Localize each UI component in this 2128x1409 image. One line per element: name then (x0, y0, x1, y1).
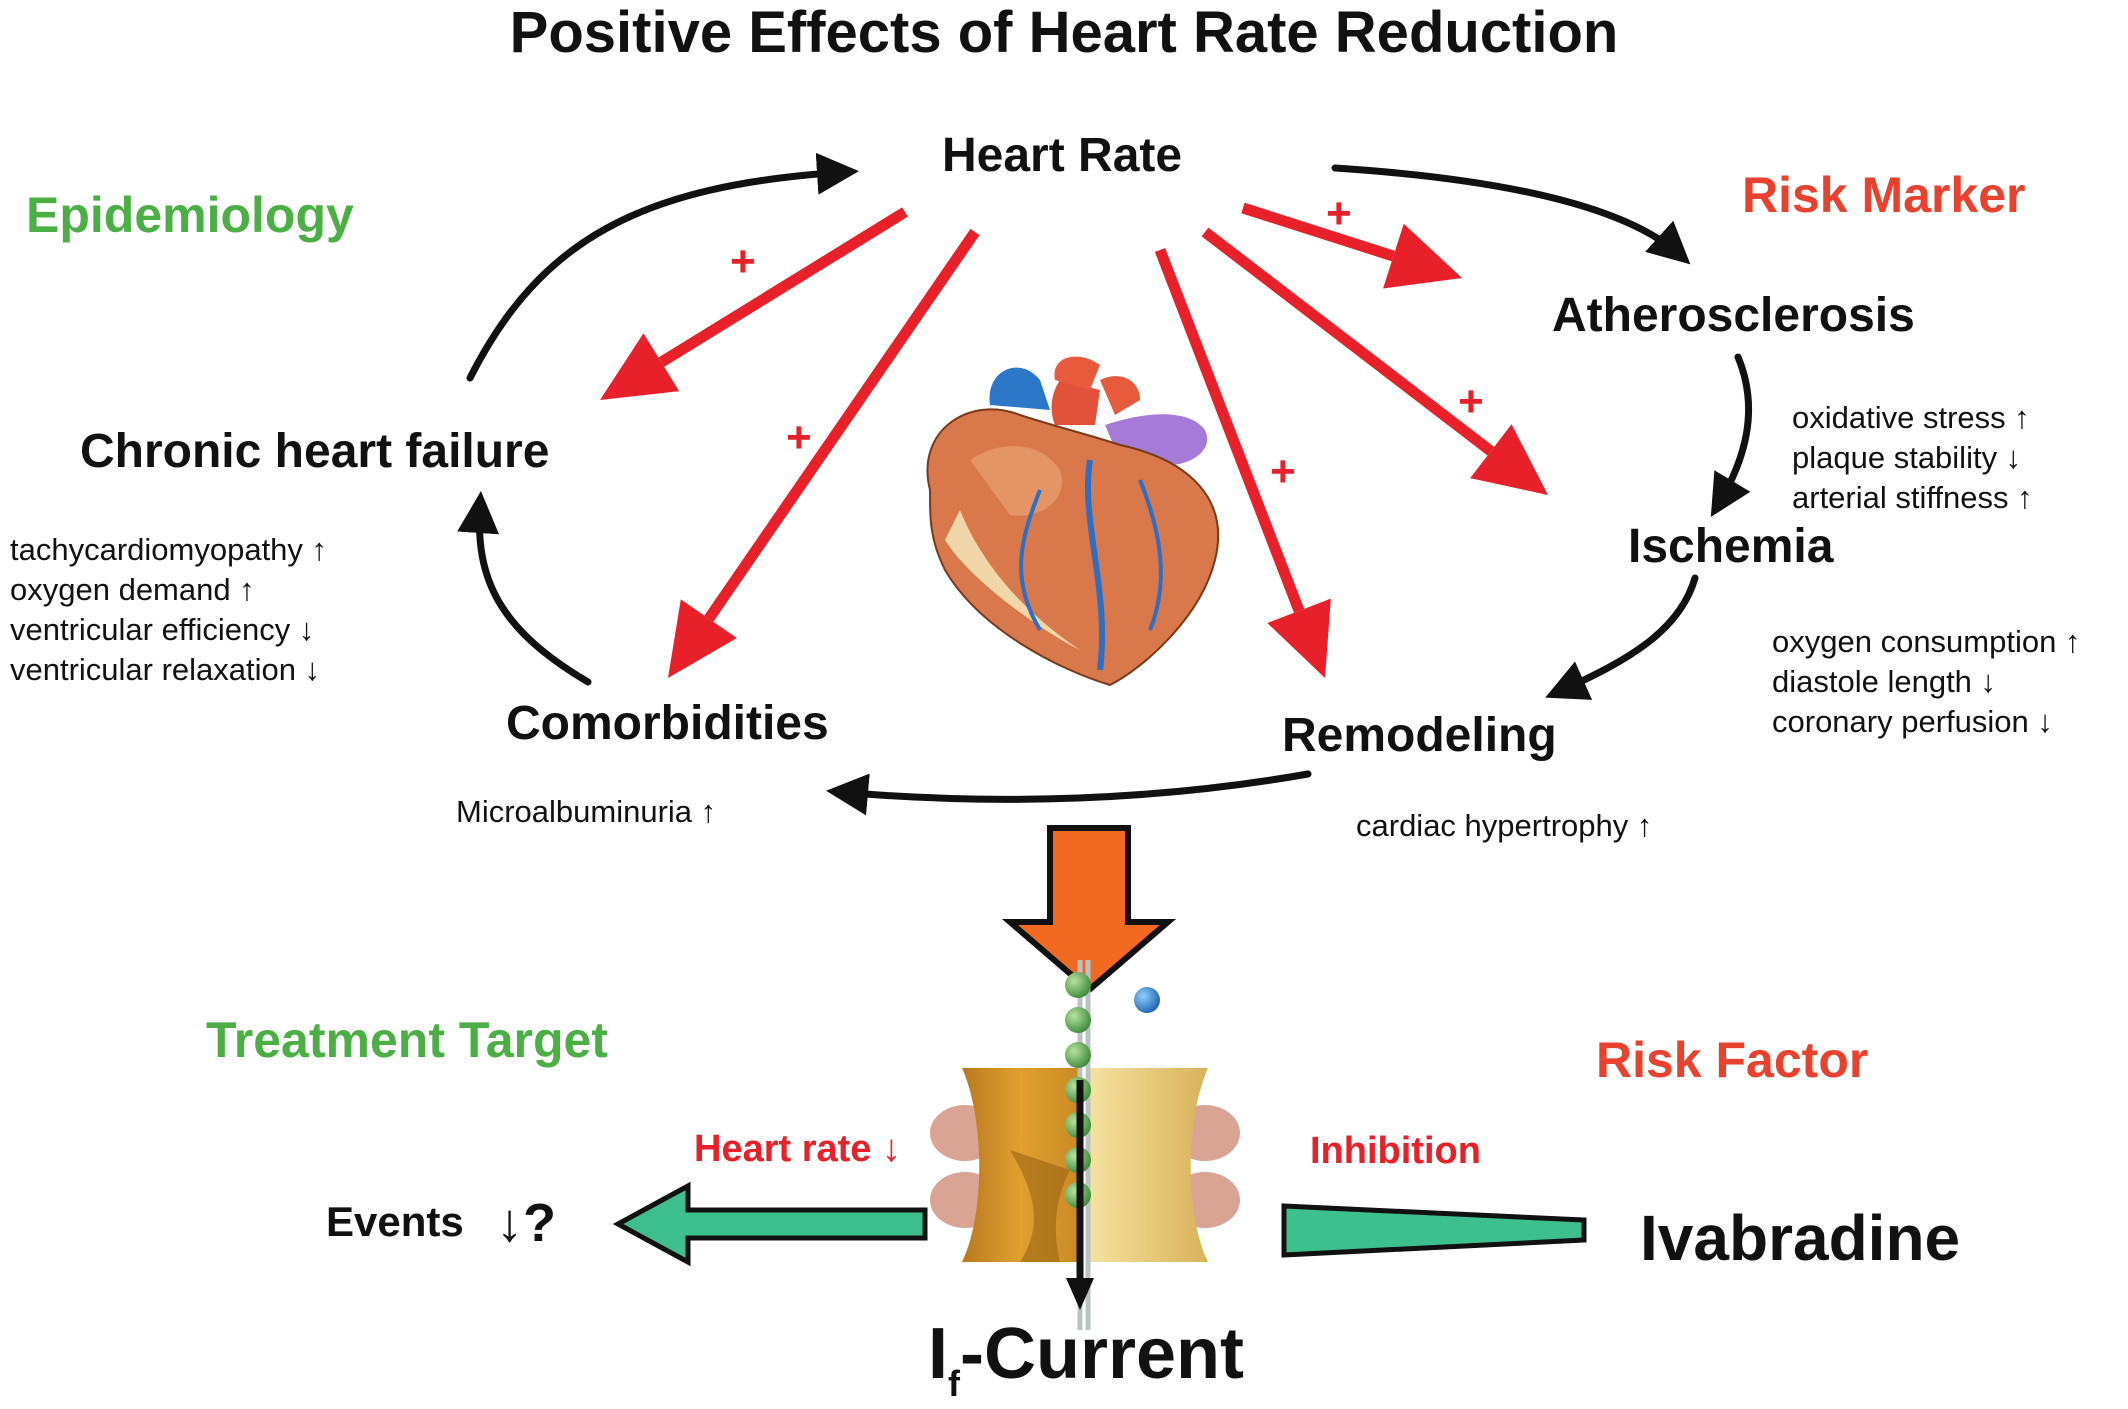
red-arrow-to-comorbidities-head (668, 599, 737, 678)
arrow-heart-rate-to-atherosclerosis (1331, 164, 1691, 265)
events-symbol: ↓? (496, 1193, 556, 1253)
teal-events-arrow (612, 1181, 928, 1267)
label-events: Events (326, 1198, 464, 1245)
effect-item: ventricular efficiency ↓ (10, 612, 315, 647)
plus-sign-chf: + (730, 237, 756, 286)
red-arrow-to-chf-head (600, 333, 680, 400)
effect-remodeling: cardiac hypertrophy ↑ (1356, 808, 1653, 843)
arrow-comorbidities-to-chf (457, 491, 592, 686)
node-remodeling: Remodeling (1282, 709, 1557, 762)
effect-item: oxidative stress ↑ (1792, 400, 2030, 435)
effect-item: oxygen consumption ↑ (1772, 624, 2081, 659)
effect-item: tachycardiomyopathy ↑ (10, 532, 328, 567)
red-arrows (600, 202, 1548, 678)
plus-sign-ischemia: + (1458, 377, 1484, 426)
effect-item: coronary perfusion ↓ (1772, 704, 2053, 739)
ion-bead (1065, 1042, 1091, 1068)
node-comorbidities: Comorbidities (506, 697, 829, 750)
arrow-chf-to-heart-rate (466, 152, 859, 382)
cycle-arrows (457, 152, 1753, 816)
effect-item: arterial stiffness ↑ (1792, 480, 2033, 515)
arrow-ischemia-to-remodeling (1545, 574, 1699, 700)
ion-bead (1065, 972, 1091, 998)
red-arrow-to-chf (600, 207, 908, 400)
effects-atherosclerosis-list: oxidative stress ↑ plaque stability ↓ ar… (1792, 398, 2033, 518)
node-chronic-heart-failure: Chronic heart failure (80, 425, 550, 478)
node-heart-rate: Heart Rate (942, 129, 1183, 182)
red-arrow-to-atherosclerosis (1241, 202, 1462, 289)
label-epidemiology: Epidemiology (26, 187, 354, 243)
red-arrow-to-ischemia-head (1470, 424, 1548, 495)
effect-item: ventricular relaxation ↓ (10, 652, 321, 687)
ion-bead (1065, 1007, 1091, 1033)
ion-channel-illustration (930, 960, 1240, 1330)
red-arrow-to-remodeling-head (1267, 598, 1331, 678)
effect-item: diastole length ↓ (1772, 664, 1997, 699)
plus-sign-remodeling: + (1270, 447, 1296, 496)
current-main: I (928, 1314, 949, 1394)
heart-illustration (926, 356, 1220, 687)
red-arrow-to-chf-shaft (658, 207, 908, 367)
orange-down-arrow (1001, 825, 1177, 994)
red-arrow-to-remodeling-shaft (1154, 248, 1305, 613)
label-treatment-target: Treatment Target (206, 1012, 608, 1068)
effect-item: oxygen demand ↑ (10, 572, 255, 607)
label-ivabradine: Ivabradine (1640, 1202, 1961, 1274)
effects-ischemia-list: oxygen consumption ↑ diastole length ↓ c… (1772, 622, 2080, 742)
arrow-remodeling-to-comorbidities (826, 770, 1312, 816)
effect-comorbidities: Microalbuminuria ↑ (456, 794, 717, 829)
node-ischemia: Ischemia (1628, 520, 1834, 573)
teal-inhibition-wedge (1281, 1203, 1587, 1258)
red-arrow-to-atherosclerosis-head (1383, 223, 1462, 289)
effects-chf-list: tachycardiomyopathy ↑ oxygen demand ↑ ve… (10, 530, 327, 690)
node-atherosclerosis: Atherosclerosis (1552, 289, 1915, 342)
label-risk-factor: Risk Factor (1596, 1032, 1869, 1088)
plus-sign-comorbidities: + (786, 413, 812, 462)
arrow-atherosclerosis-to-ischemia (1710, 353, 1753, 518)
red-arrow-to-ischemia-shaft (1201, 227, 1495, 456)
label-risk-marker: Risk Marker (1742, 167, 2026, 223)
page-title: Positive Effects of Heart Rate Reduction (509, 0, 1619, 65)
red-arrow-to-comorbidities (668, 228, 980, 678)
red-arrow-to-ischemia (1201, 227, 1548, 495)
current-subscript: f (948, 1363, 961, 1404)
red-arrow-to-remodeling (1154, 248, 1331, 678)
red-arrow-to-atherosclerosis-shaft (1241, 202, 1396, 262)
plus-sign-atherosclerosis: + (1326, 189, 1352, 238)
label-inhibition: Inhibition (1310, 1130, 1481, 1172)
current-suffix: -Current (960, 1314, 1245, 1394)
label-if-current: If-Current (928, 1318, 1244, 1402)
red-arrow-to-comorbidities-shaft (704, 228, 980, 622)
effect-item: plaque stability ↓ (1792, 440, 2022, 475)
label-heart-rate-down: Heart rate ↓ (694, 1128, 901, 1170)
